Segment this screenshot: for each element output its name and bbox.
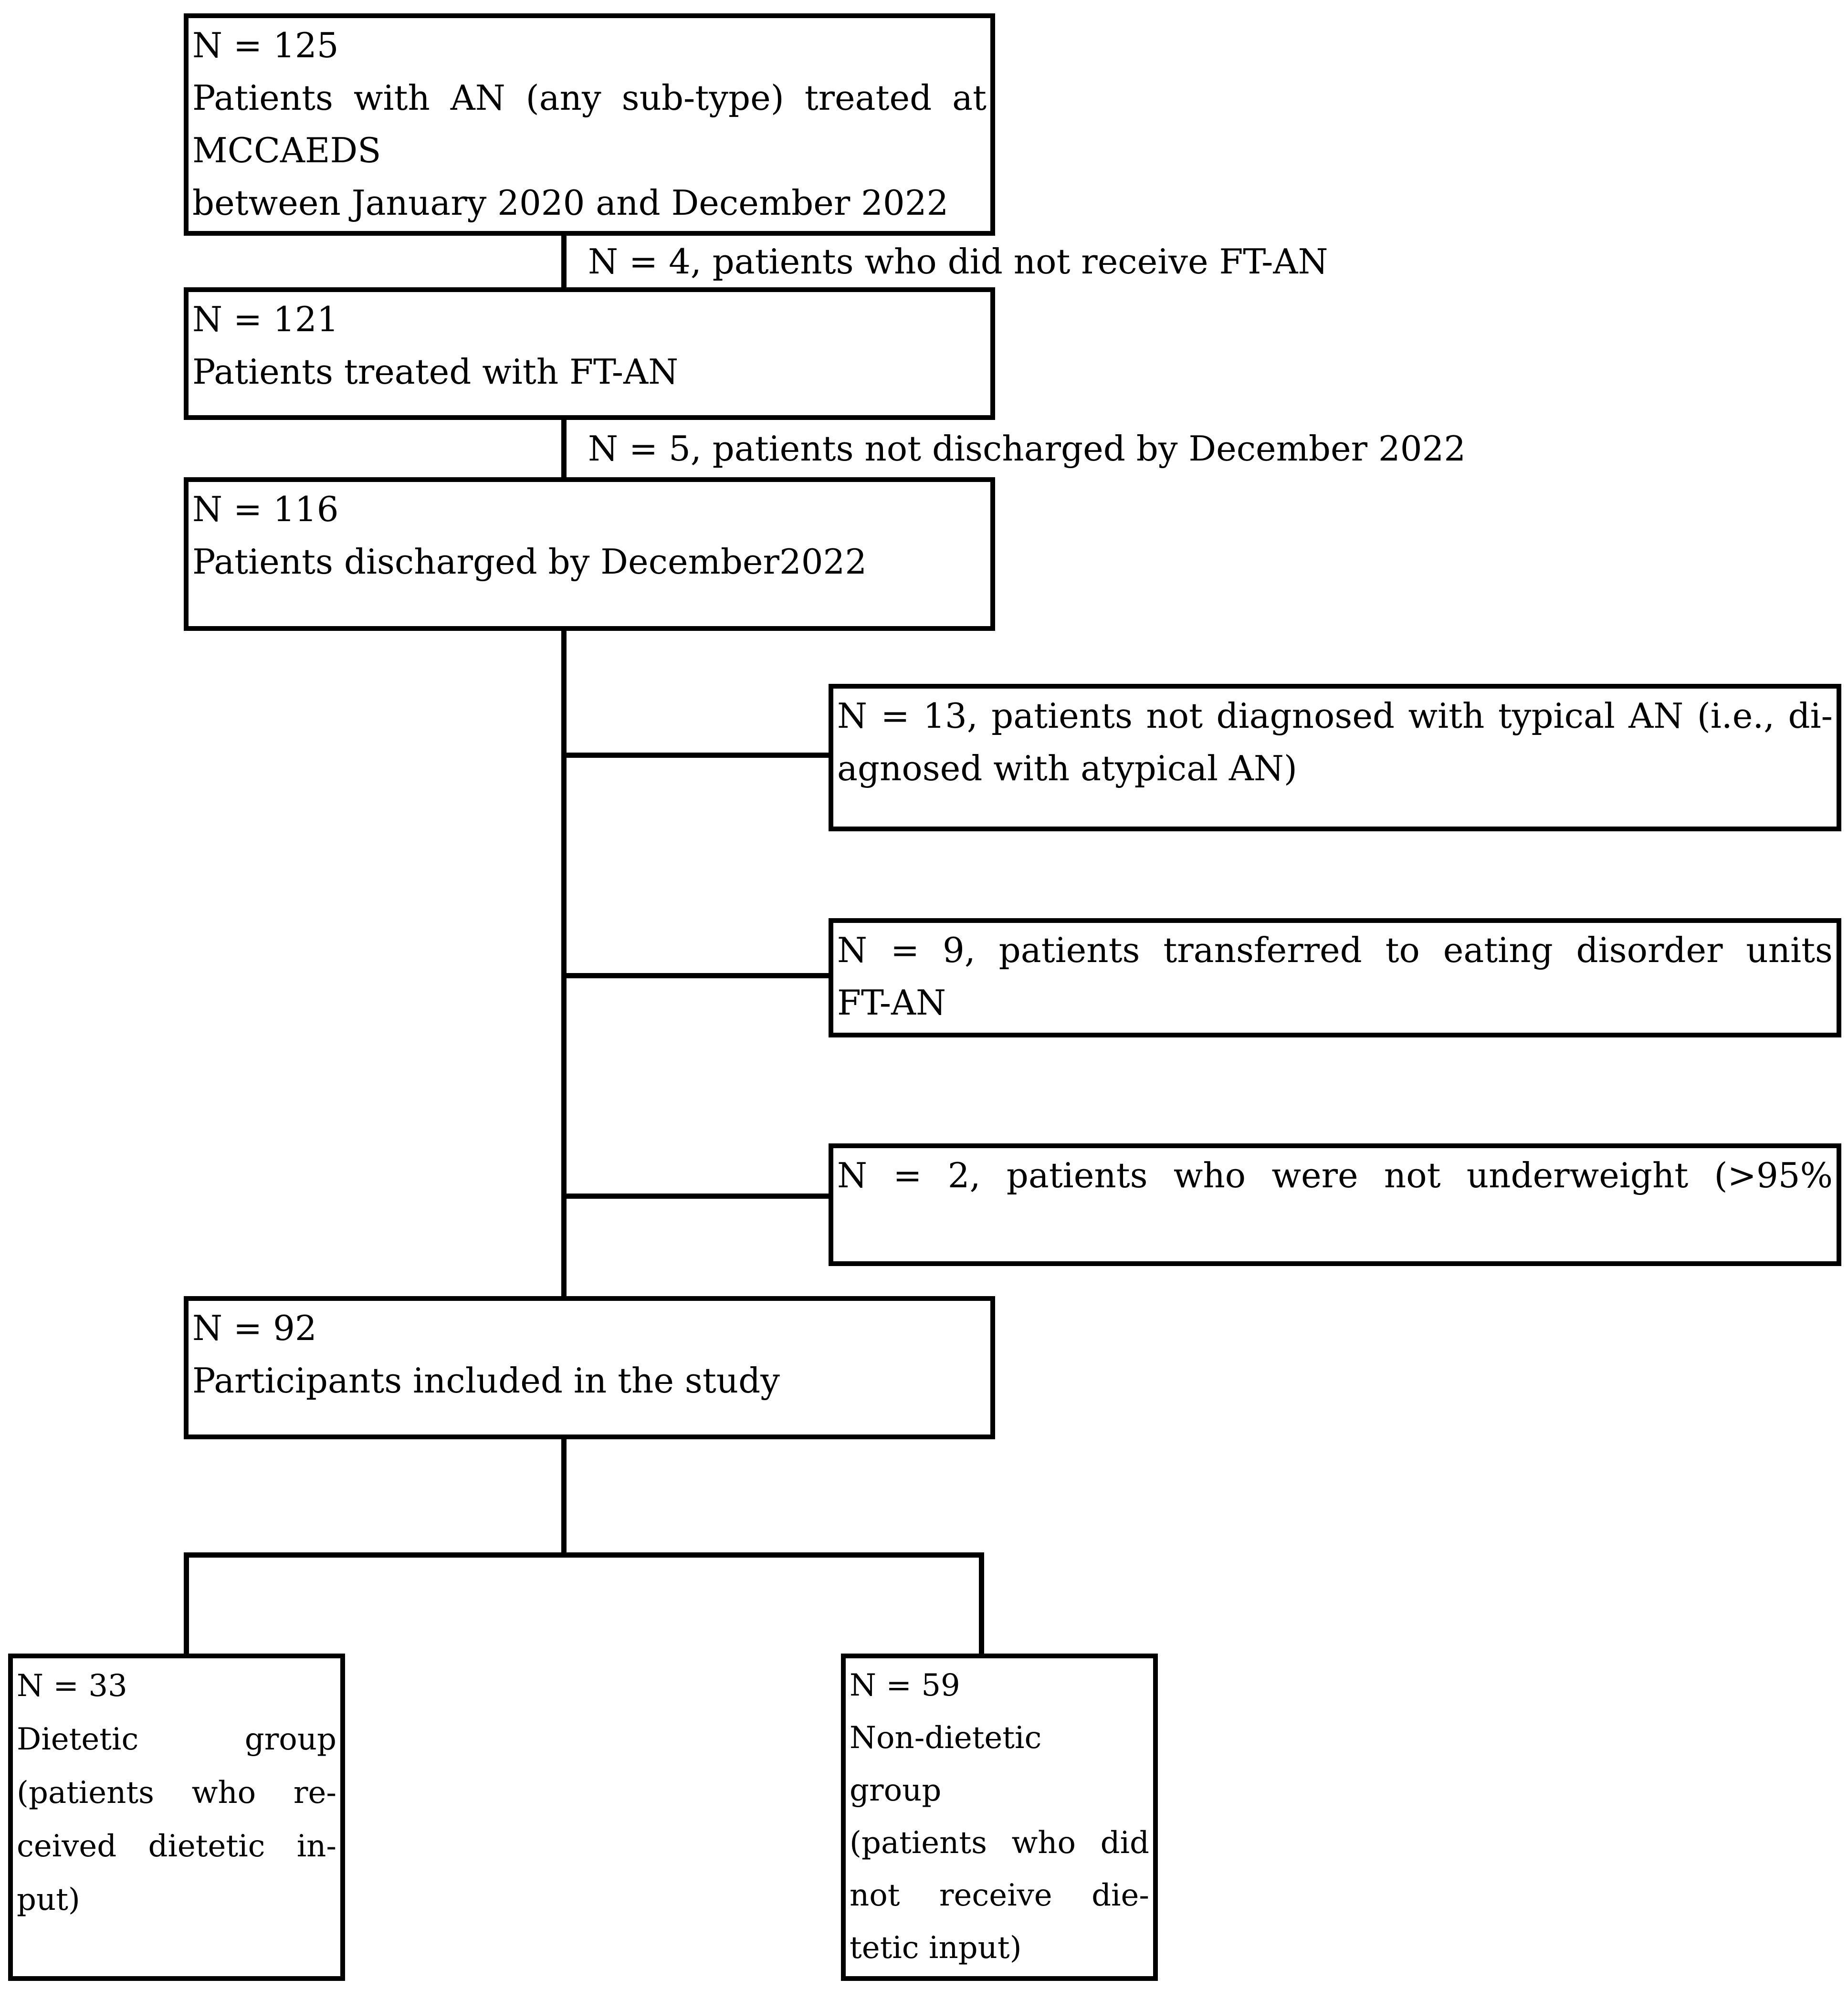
text-line: Dietetic group (17, 1722, 336, 1757)
box-non-dietetic-group: N = 59 Non-dietetic group (patients who … (841, 1654, 1158, 1981)
text-line: Participants included in the study (192, 1361, 780, 1401)
exclusion-box-not-underweight: N = 2, patients who were not underweight… (829, 1143, 1841, 1266)
text-line: MCCAEDS (192, 130, 381, 170)
text-line: N = 116 (192, 489, 339, 529)
text-line: N = 59 (850, 1668, 960, 1703)
text-line: put) (17, 1882, 80, 1917)
connector-vertical-1 (561, 236, 567, 287)
text-line: N = 2, patients who were not underweight… (837, 1155, 1833, 1195)
text-line: N = 125 (192, 25, 339, 65)
connector-split-horizontal (184, 1552, 984, 1558)
box-treated-ftan: N = 121 Patients treated with FT-AN (184, 287, 995, 420)
text-line: ceived dietetic in- (17, 1829, 336, 1864)
text-line: FT-AN (837, 983, 946, 1023)
connector-horizontal-atypical (561, 753, 829, 758)
text-line: Patients discharged by December2022 (192, 542, 867, 582)
exclusion-box-transferred: N = 9, patients transferred to eating di… (829, 918, 1841, 1037)
text-line: N = 33 (17, 1668, 127, 1704)
exclusion-label-no-ftan: N = 4, patients who did not receive FT-A… (588, 241, 1328, 282)
connector-vertical-3 (561, 631, 567, 1296)
text-line: (patients who did (850, 1825, 1149, 1861)
box-included: N = 92 Participants included in the stud… (184, 1296, 995, 1439)
connector-branch-left (184, 1552, 189, 1654)
text-line: N = 92 (192, 1308, 317, 1348)
text-line: tetic input) (850, 1930, 1022, 1966)
text-line: Patients treated with FT-AN (192, 352, 679, 392)
connector-vertical-2 (561, 420, 567, 477)
text-line: N = 121 (192, 299, 339, 339)
text-line: agnosed with atypical AN) (837, 748, 1298, 788)
text-line: not receive die- (850, 1878, 1149, 1913)
text-line: between January 2020 and December 2022 (192, 183, 949, 223)
connector-horizontal-weight (561, 1194, 829, 1199)
exclusion-box-atypical: N = 13, patients not diagnosed with typi… (829, 684, 1841, 831)
text-line: N = 13, patients not diagnosed with typi… (837, 696, 1833, 736)
text-line: (patients who re- (17, 1775, 336, 1811)
text-line: Non-dietetic (850, 1720, 1042, 1756)
connector-branch-right (979, 1552, 984, 1654)
text-line: Patients with AN (any sub-type) treated … (192, 78, 987, 118)
exclusion-label-not-discharged: N = 5, patients not discharged by Decemb… (588, 429, 1466, 469)
box-discharged: N = 116 Patients discharged by December2… (184, 477, 995, 631)
text-line: group (850, 1773, 942, 1808)
connector-vertical-4 (561, 1439, 567, 1555)
box-eligible-patients: N = 125 Patients with AN (any sub-type) … (184, 13, 995, 236)
text-line: N = 9, patients transferred to eating di… (837, 930, 1833, 970)
connector-horizontal-transfer (561, 973, 829, 978)
box-dietetic-group: N = 33 Dietetic group (patients who re- … (8, 1654, 345, 1981)
